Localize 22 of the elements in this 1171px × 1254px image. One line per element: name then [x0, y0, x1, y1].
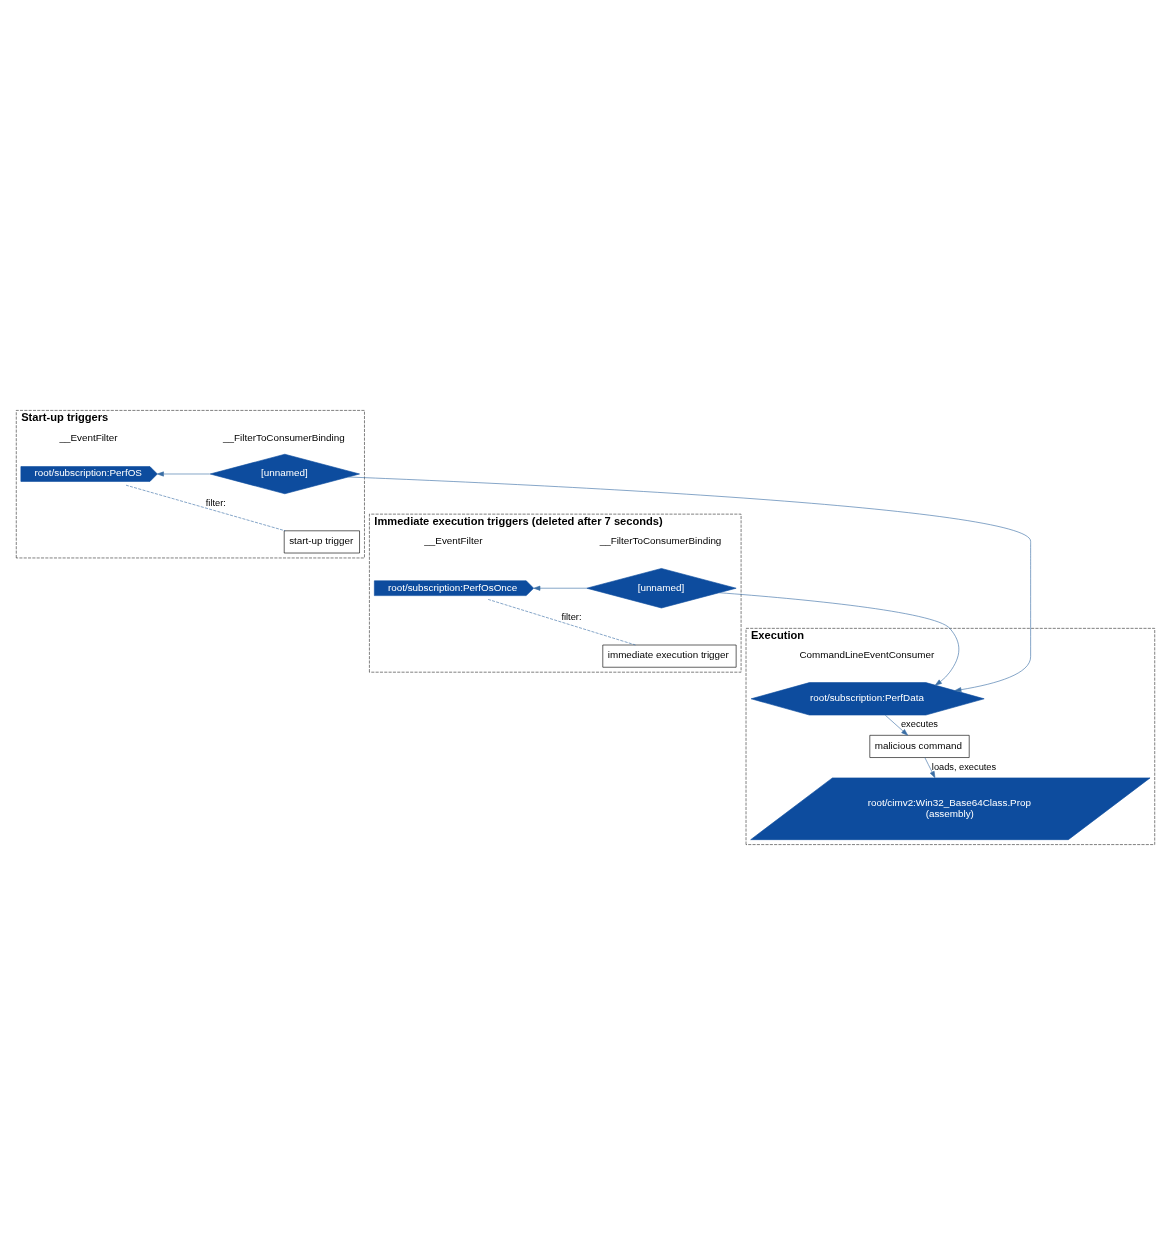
edge-label: filter: [561, 611, 582, 622]
node-label: __FilterToConsumerBinding [223, 431, 345, 443]
arrow [718, 591, 960, 685]
edge-label: executes [900, 718, 939, 729]
arrow [924, 756, 936, 778]
node-box: immediate execution trigger [602, 644, 737, 668]
arrow [347, 476, 1031, 692]
arrow [884, 714, 908, 736]
node-label: __EventFilter [59, 431, 118, 443]
node-label: __EventFilter [424, 534, 483, 546]
arrow [157, 471, 211, 476]
edge-label: loads, executes [931, 761, 997, 772]
edge-label: filter: [205, 497, 226, 508]
connector [125, 484, 286, 531]
arrow [533, 585, 587, 591]
node-label: CommandLineEventConsumer [799, 648, 935, 660]
connector [487, 598, 636, 645]
node-label: __FilterToConsumerBinding [599, 534, 722, 546]
node-box: start-up trigger [283, 530, 360, 553]
node-diamond: [unnamed] [209, 453, 360, 494]
node-diamond: [unnamed] [586, 567, 737, 608]
node-box: malicious command [869, 734, 970, 758]
